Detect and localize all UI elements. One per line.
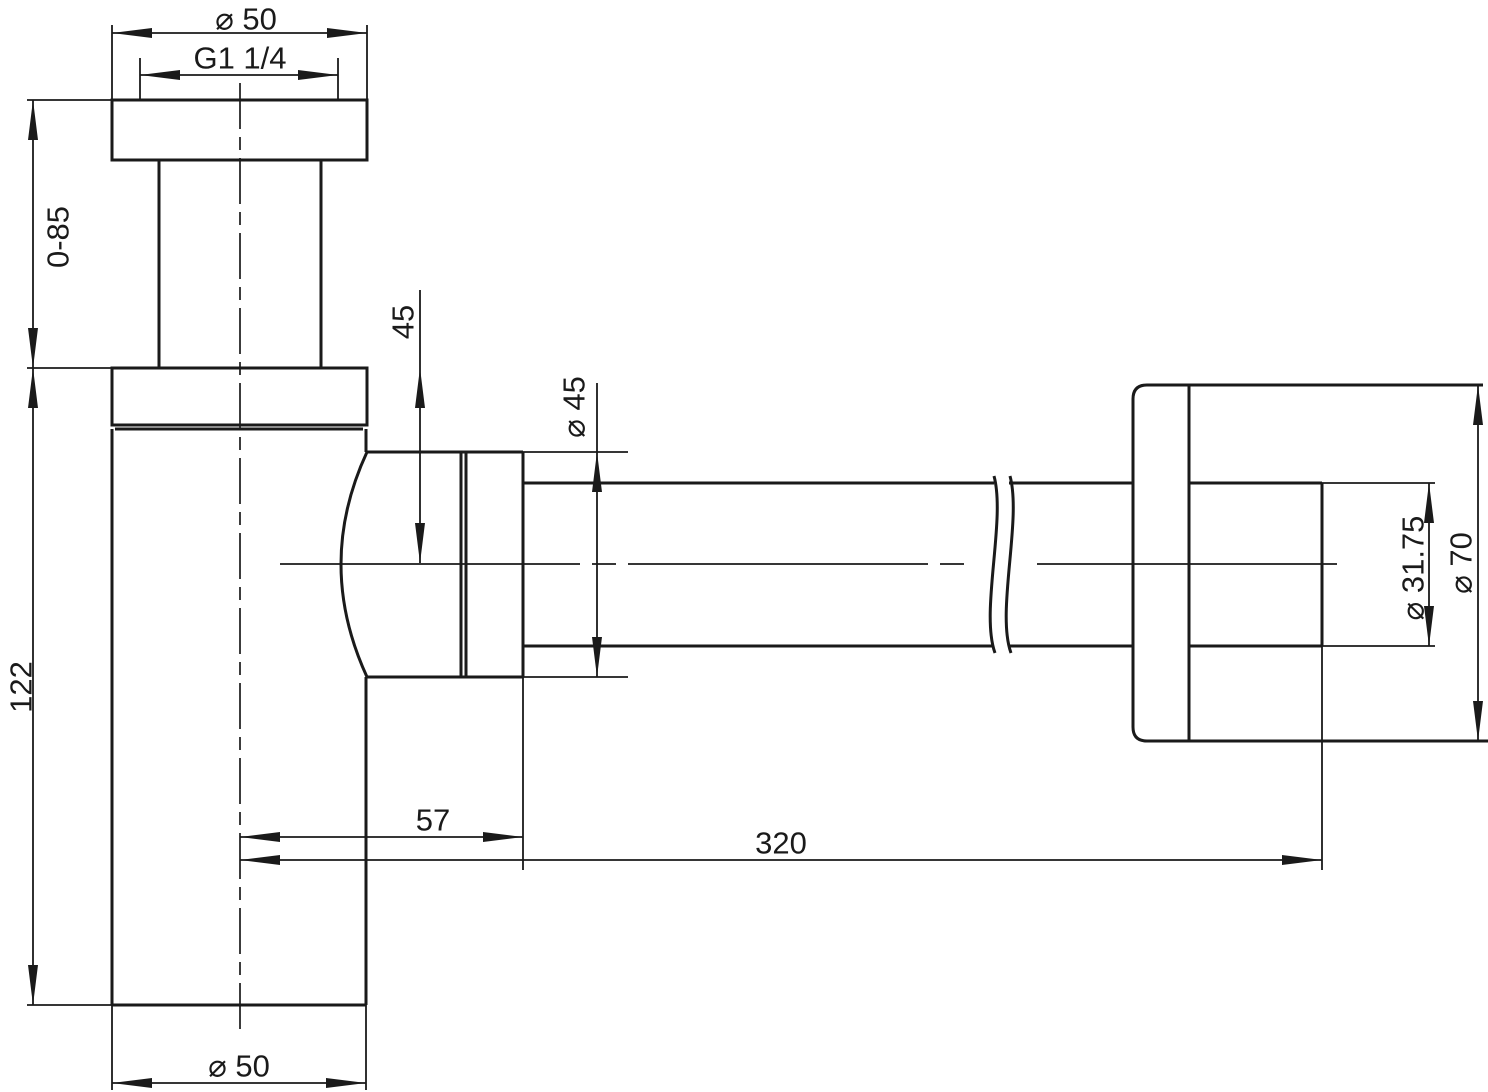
centerlines (239, 83, 1345, 1037)
dim-body-height: 122 (4, 367, 112, 1006)
dim-pipe-length: 320 (240, 646, 1323, 870)
dim-outlet-nut-diameter: ⌀ 45 (523, 376, 628, 678)
dim-label-outlet-nut-diameter: ⌀ 45 (557, 376, 592, 438)
outlet-stub (367, 450, 523, 679)
dim-label-thread: G1 1/4 (193, 41, 286, 76)
dim-label-body-to-nut-length: 57 (416, 803, 450, 838)
dim-label-top-diameter: ⌀ 50 (215, 2, 277, 37)
dim-thread: G1 1/4 (139, 41, 339, 100)
dim-body-diameter: ⌀ 50 (111, 1005, 367, 1090)
dim-body-to-nut-length: 57 (240, 677, 524, 870)
dim-top-diameter: ⌀ 50 (111, 2, 368, 100)
dim-height-range: 0-85 (27, 99, 112, 368)
dim-label-flange-to-outlet-center: 45 (386, 305, 421, 339)
dim-flange-to-outlet-center: 45 (386, 290, 425, 563)
horizontal-pipe (523, 481, 1324, 648)
dim-label-wall-flange-diameter: ⌀ 70 (1444, 532, 1479, 594)
dim-label-body-height: 122 (4, 661, 39, 713)
dim-label-pipe-length: 320 (755, 826, 807, 861)
wall-plate (1131, 383, 1191, 743)
pipe-break-symbol (988, 475, 1015, 654)
dim-label-height-range: 0-85 (41, 206, 76, 268)
dim-label-body-diameter: ⌀ 50 (208, 1049, 270, 1084)
wall-flange (1131, 383, 1488, 743)
tailpipe (157, 160, 323, 368)
dim-pipe-diameter: ⌀ 31.75 (1322, 482, 1435, 647)
dim-wall-flange-diameter: ⌀ 70 (1444, 385, 1483, 741)
dim-label-pipe-diameter: ⌀ 31.75 (1396, 516, 1431, 621)
